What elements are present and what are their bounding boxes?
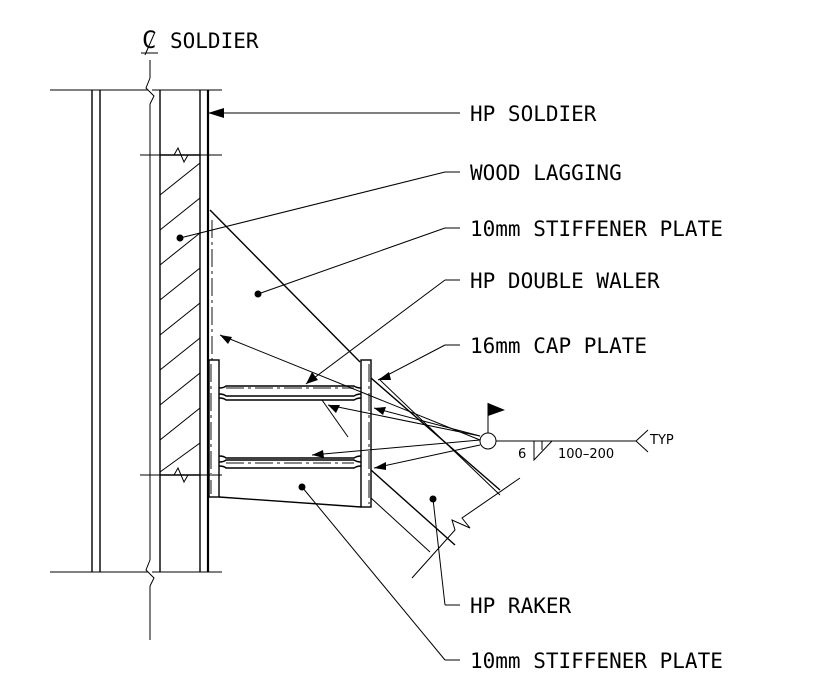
weld-leaders [219,334,481,470]
label-stiffener-bottom: 10mm STIFFENER PLATE [470,649,723,673]
weld-symbol [479,403,649,462]
hp-soldier-section [91,90,210,572]
centerline-symbol: C [141,26,158,56]
label-cap-plate: 16mm CAP PLATE [470,334,647,358]
weld-size: 6 [518,447,526,462]
label-hp-soldier: HP SOLDIER [470,102,597,126]
top-stiffener-plate [209,209,361,363]
break-lines [50,89,222,573]
label-wood-lagging: WOOD LAGGING [470,161,622,185]
label-leaders [176,108,460,661]
weld-typ-note: TYP [649,433,674,448]
wood-lagging [140,146,222,484]
svg-text:C: C [142,26,156,54]
label-stiffener-top: 10mm STIFFENER PLATE [470,217,723,241]
soldier-centerline [145,60,155,640]
label-double-waler: HP DOUBLE WALER [470,269,660,293]
hp-double-waler [208,359,372,508]
hp-raker [370,377,521,579]
label-hp-raker: HP RAKER [470,594,572,618]
soldier-centerline-label: SOLDIER [170,29,259,53]
weld-spacing: 100–200 [558,447,614,462]
